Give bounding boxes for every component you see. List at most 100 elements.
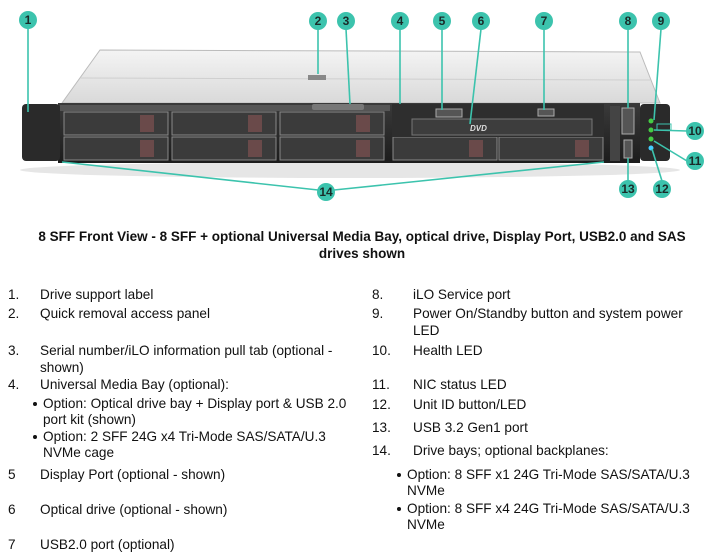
drive-release-latch xyxy=(140,140,154,157)
optical-drive xyxy=(411,118,593,136)
callout-circle xyxy=(619,180,637,198)
legend-text: USB2.0 port (optional) xyxy=(40,537,175,552)
drive-release-latch xyxy=(248,115,262,132)
legend-number: 3. xyxy=(8,343,20,358)
legend-number: 11. xyxy=(372,377,390,392)
callout-circle xyxy=(652,12,670,30)
drive-release-latch xyxy=(356,115,370,132)
legend-number: 10. xyxy=(372,343,391,358)
callout-circle xyxy=(653,180,671,198)
callout-number: 1 xyxy=(25,13,32,27)
legend-bullet-cont: NVMe xyxy=(407,517,445,532)
legend-text: Display Port (optional - shown) xyxy=(40,467,226,482)
legend-bullet: Option: 2 SFF 24G x4 Tri-Mode SAS/SATA/U… xyxy=(33,429,326,444)
legend-number: 1. xyxy=(8,287,20,302)
legend-number: 6 xyxy=(8,502,16,517)
legend-text: Serial number/iLO information pull tab (… xyxy=(40,343,333,358)
callout-number: 13 xyxy=(621,182,635,196)
legend-number: 8. xyxy=(372,287,384,302)
legend-text: Universal Media Bay (optional): xyxy=(40,377,229,392)
callout-5: 5 xyxy=(433,12,451,30)
callout-number: 14 xyxy=(319,185,333,199)
legend-bullet: Option: 8 SFF x1 24G Tri-Mode SAS/SATA/U… xyxy=(397,467,690,482)
caption-line-1: 8 SFF Front View - 8 SFF + optional Univ… xyxy=(38,229,686,244)
callout-circle xyxy=(391,12,409,30)
legend-number: 13. xyxy=(372,420,391,435)
callout-number: 10 xyxy=(688,124,702,138)
callout-10: 10 xyxy=(686,122,704,140)
legend-bullet: Option: 8 SFF x4 24G Tri-Mode SAS/SATA/U… xyxy=(397,501,690,516)
callout-number: 4 xyxy=(397,14,404,28)
callout-number: 8 xyxy=(625,14,632,28)
legend-text: Unit ID button/LED xyxy=(413,397,527,412)
callout-circle xyxy=(337,12,355,30)
callout-13: 13 xyxy=(619,180,637,198)
left-rack-ear xyxy=(22,104,60,161)
callout-circle xyxy=(19,11,37,29)
callout-number: 9 xyxy=(658,14,665,28)
health-led xyxy=(648,127,654,133)
power-led xyxy=(648,118,654,124)
callout-8: 8 xyxy=(619,12,637,30)
drive-release-latch xyxy=(248,140,262,157)
callout-9: 9 xyxy=(652,12,670,30)
legend-text: Drive bays; optional backplanes: xyxy=(413,443,609,458)
server-lid xyxy=(61,49,661,104)
caption-line-2: drives shown xyxy=(318,246,406,261)
legend-text-cont: LED xyxy=(413,323,440,338)
drive-release-latch xyxy=(575,140,589,157)
callout-circle xyxy=(433,12,451,30)
callout-2: 2 xyxy=(309,12,327,30)
callout-number: 3 xyxy=(343,14,350,28)
legend-bullet-cont: NVMe cage xyxy=(43,445,115,460)
callout-circle xyxy=(472,12,490,30)
callout-1: 1 xyxy=(19,11,37,29)
callout-4: 4 xyxy=(391,12,409,30)
callout-circle xyxy=(309,12,327,30)
legend-text-cont: shown) xyxy=(40,360,84,375)
legend-number: 9. xyxy=(372,306,384,321)
callout-number: 11 xyxy=(689,154,702,168)
legend-number: 12. xyxy=(372,397,391,412)
callout-11: 11 xyxy=(686,152,704,170)
legend-text: Optical drive (optional - shown) xyxy=(40,502,228,517)
display-port xyxy=(435,108,463,118)
usb2-port xyxy=(537,108,555,117)
callout-14: 14 xyxy=(317,183,335,201)
drive-release-latch xyxy=(356,140,370,157)
legend-number: 7 xyxy=(8,537,16,552)
nic-led xyxy=(648,136,654,142)
legend-bullet-cont: port kit (shown) xyxy=(43,412,136,427)
legend-text: iLO Service port xyxy=(413,287,511,302)
callout-number: 6 xyxy=(478,14,485,28)
callout-number: 5 xyxy=(439,14,446,28)
callout-circle xyxy=(619,12,637,30)
svg-text:DVD: DVD xyxy=(470,124,487,133)
callout-circle xyxy=(535,12,553,30)
drive-release-latch xyxy=(469,140,483,157)
callout-circle xyxy=(686,122,704,140)
legend-number: 5 xyxy=(8,467,16,482)
legend-bullet: Option: Optical drive bay + Display port… xyxy=(32,396,347,411)
legend-bullet-cont: NVMe xyxy=(407,483,445,498)
legend-number: 4. xyxy=(8,377,20,392)
callout-number: 7 xyxy=(541,14,548,28)
figure-caption: 8 SFF Front View - 8 SFF + optional Univ… xyxy=(0,228,724,262)
legend-text: Drive support label xyxy=(40,287,154,302)
callout-number: 12 xyxy=(655,182,669,196)
legend-text: Quick removal access panel xyxy=(40,306,210,321)
legend-number: 2. xyxy=(8,306,20,321)
legend-text: Health LED xyxy=(413,343,483,358)
callout-number: 2 xyxy=(315,14,322,28)
legend-text: NIC status LED xyxy=(413,377,507,392)
legend-number: 14. xyxy=(372,443,391,458)
callout-circle xyxy=(686,152,704,170)
callout-3: 3 xyxy=(337,12,355,30)
serial-pull-tab xyxy=(312,104,364,110)
legend-text: Power On/Standby button and system power xyxy=(413,306,683,321)
drive-bays xyxy=(63,111,604,161)
callout-6: 6 xyxy=(472,12,490,30)
quick-removal-access-panel-latch xyxy=(308,75,326,80)
drive-release-latch xyxy=(140,115,154,132)
